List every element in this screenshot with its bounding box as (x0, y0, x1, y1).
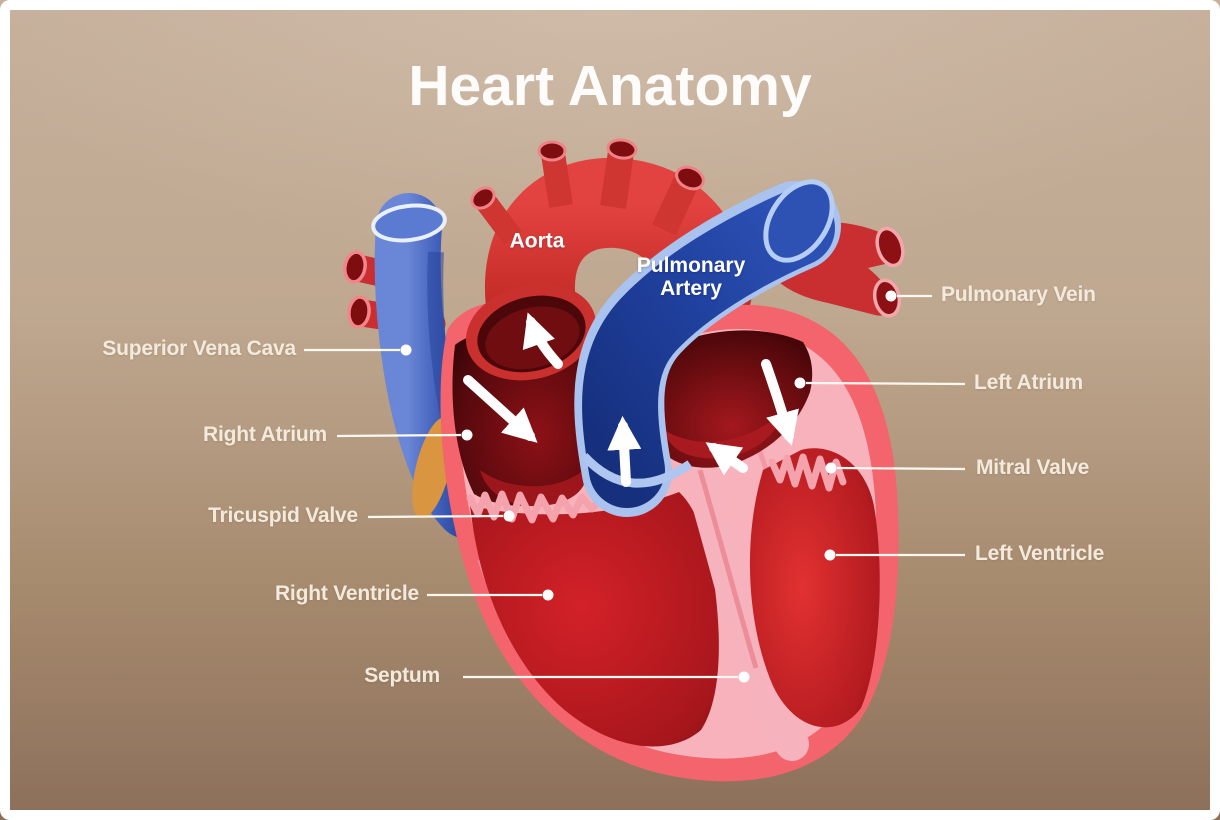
page-title: Heart Anatomy (408, 54, 812, 118)
flow-arrow-right-atrium (463, 375, 538, 443)
dot-tricuspid-valve (503, 510, 515, 522)
label-aorta: Aorta (509, 229, 565, 253)
leader-mitral-valve (836, 466, 966, 471)
dot-pulmonary-vein (885, 290, 897, 302)
right-ventricle-chamber (470, 492, 719, 747)
label-left-ventricle: Left Ventricle (975, 542, 1105, 566)
leader-left-atrium (805, 381, 966, 386)
dot-superior-vena-cava (400, 344, 412, 356)
flow-arrow-mitral (705, 442, 748, 476)
dot-mitral-valve (825, 462, 837, 474)
pulmonary-artery-opening (763, 179, 835, 263)
blood-flow-arrows (463, 312, 799, 487)
dot-septum (738, 671, 750, 683)
dot-right-ventricle (542, 589, 554, 601)
tricuspid-valve (466, 490, 604, 524)
dot-right-atrium (461, 429, 473, 441)
flow-arrow-left-atrium (761, 359, 799, 446)
dot-left-atrium (794, 377, 806, 389)
label-left-atrium: Left Atrium (974, 371, 1084, 395)
label-mitral-valve: Mitral Valve (976, 456, 1090, 480)
flow-arrow-pulmonary-artery (607, 415, 642, 487)
label-right-atrium: Right Atrium (203, 423, 327, 447)
label-pulmonary-vein: Pulmonary Vein (941, 283, 1096, 307)
flow-arrow-aorta (522, 312, 563, 369)
label-pulmonary-artery: Pulmonary Artery (637, 254, 746, 300)
leader-right-atrium (336, 433, 462, 438)
label-pulmonary-artery-line1: Pulmonary (636, 253, 746, 277)
dot-left-ventricle (824, 549, 836, 561)
label-tricuspid-valve: Tricuspid Valve (208, 504, 358, 528)
label-right-ventricle: Right Ventricle (274, 582, 419, 606)
heart-illustration (343, 138, 905, 782)
callout-leader-lines (304, 294, 966, 679)
label-septum: Septum (364, 664, 440, 688)
callout-dots (400, 290, 897, 683)
svc-opening (371, 203, 447, 243)
label-pulmonary-artery-line2: Artery (660, 277, 722, 301)
mitral-valve (768, 453, 847, 492)
left-ventricle-chamber (749, 448, 880, 728)
label-superior-vena-cava: Superior Vena Cava (102, 337, 296, 361)
leader-tricuspid-valve (367, 514, 504, 519)
